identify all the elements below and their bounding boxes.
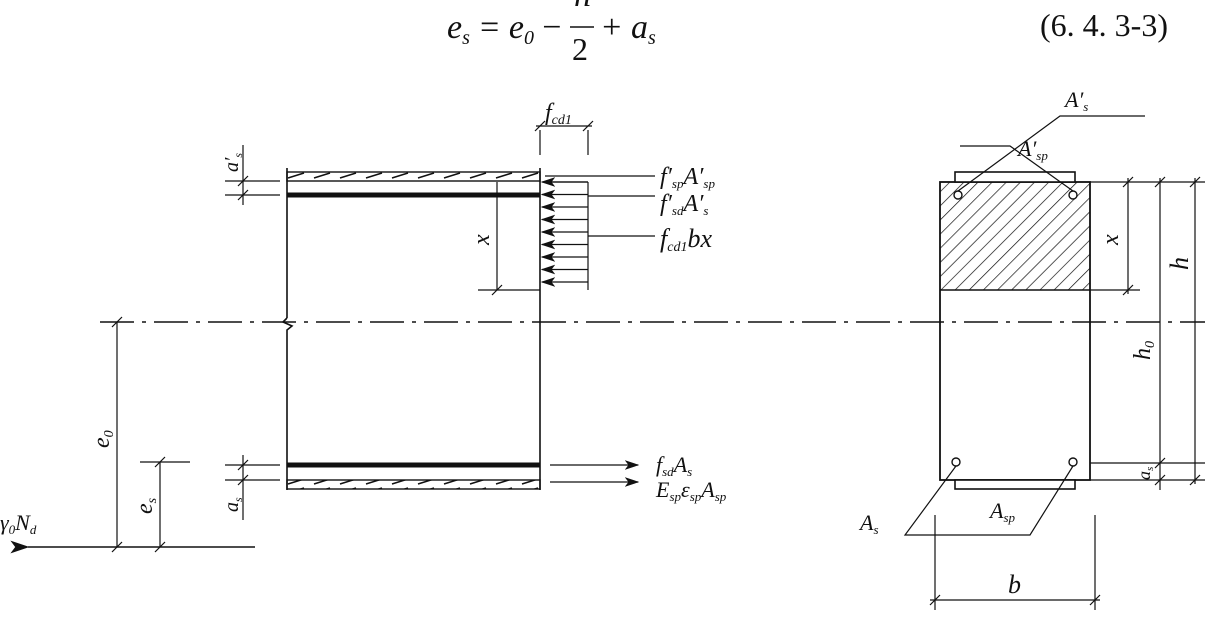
fraction-denominator: 2 [572, 31, 588, 67]
b-dim-label: b [1008, 570, 1021, 599]
fraction-numerator: h [574, 0, 591, 14]
cross-section: A′s A′sp As Asp x h0 h as b [858, 87, 1205, 610]
svg-text:h0: h0 [1130, 341, 1158, 360]
prestressed-tendon-top [286, 171, 541, 182]
svg-text:a′s: a′s [221, 153, 245, 172]
svg-text:e0: e0 [89, 430, 117, 448]
svg-text:es: es [132, 497, 160, 514]
svg-text:A′s: A′s [1063, 87, 1088, 114]
equation-number: (6. 4. 3-3) [1040, 7, 1168, 43]
svg-text:A′sp: A′sp [1016, 136, 1048, 163]
member-elevation [281, 168, 541, 490]
svg-text:As: As [858, 510, 879, 537]
equation: es=e0− h 2 +as (6. 4. 3-3) [447, 0, 1168, 67]
svg-text:as: as [1134, 467, 1156, 480]
fcd1-label: fcd1 [545, 100, 572, 128]
prestressed-tendon-bottom [286, 479, 541, 490]
h-dim-label: h [1165, 257, 1194, 270]
svg-text:fcd1bx: fcd1bx [660, 224, 712, 255]
svg-text:+as: +as [600, 9, 656, 49]
left-dimensions: x a′s as e0 es [89, 145, 540, 553]
tendon-plate-top [954, 171, 1076, 183]
compression-stress-block: fcd1 [534, 100, 594, 290]
svg-text:f′spA′sp: f′spA′sp [660, 164, 715, 191]
svg-text:f′sdA′s: f′sdA′s [660, 191, 708, 218]
svg-text:fsdAs: fsdAs [656, 452, 692, 479]
tendon-plate-bottom [954, 479, 1076, 490]
svg-text:EspεspAsp: EspεspAsp [655, 477, 727, 504]
svg-text:Asp: Asp [988, 498, 1016, 525]
svg-text:es=e0−: es=e0− [447, 9, 563, 49]
x-dim-label-right: x [1098, 234, 1124, 246]
svg-text:γ0Nd: γ0Nd [0, 510, 37, 537]
svg-text:as: as [221, 497, 245, 512]
x-dim-label: x [469, 234, 495, 246]
force-labels: f′spA′sp f′sdA′s fcd1bx fsdAs EspεspAsp … [0, 164, 727, 554]
